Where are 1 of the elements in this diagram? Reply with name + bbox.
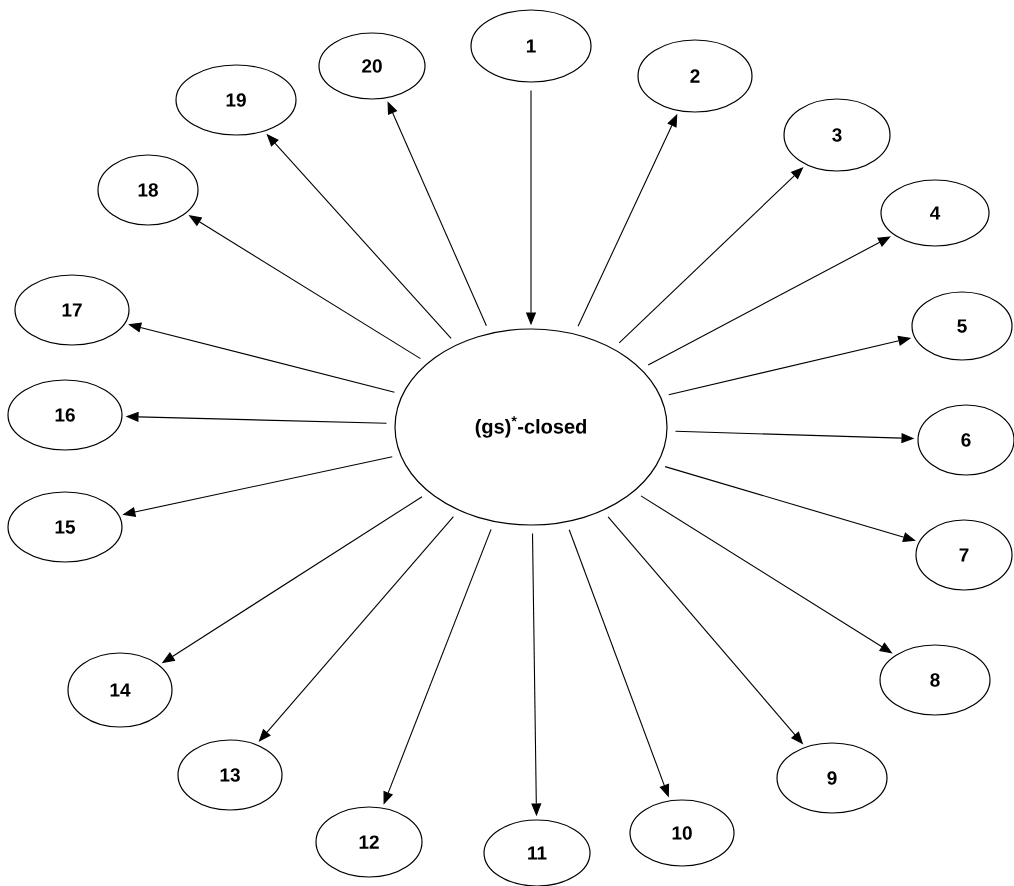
- arrow: [647, 236, 891, 366]
